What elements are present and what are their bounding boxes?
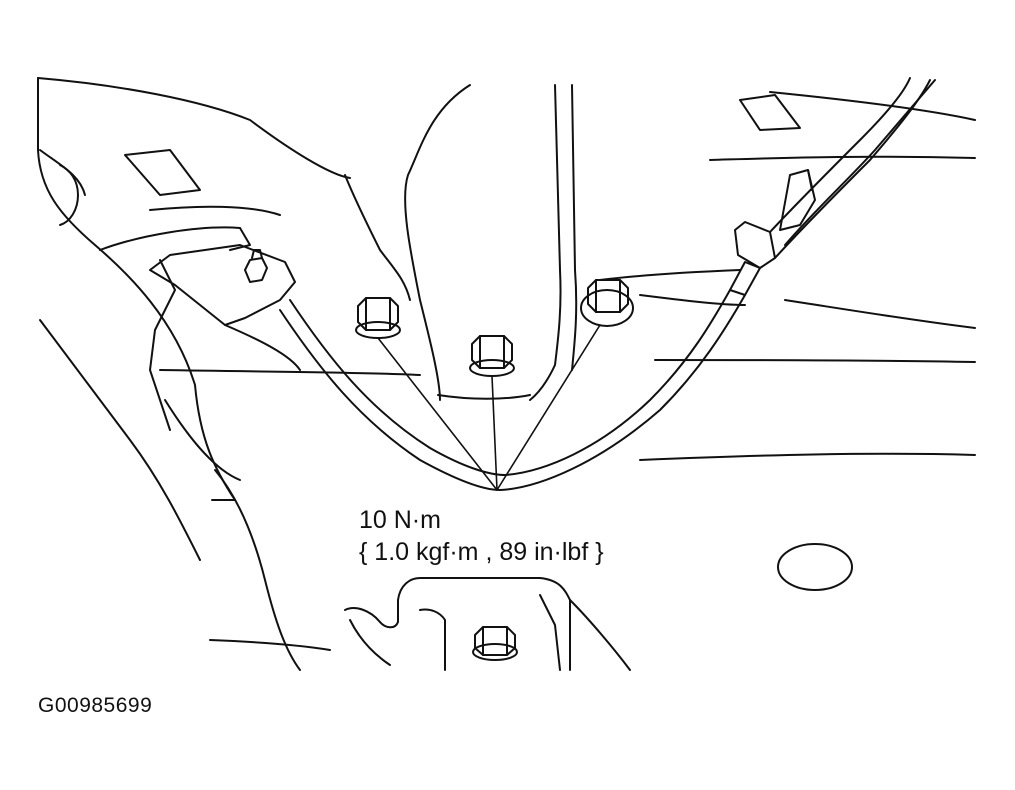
right-floor-panel [159,91,976,461]
cable-routing [279,77,936,491]
torque-nm: 10 N·m [359,506,441,534]
torque-alt-units: { 1.0 kgf·m , 89 in·lbf } [359,538,604,566]
bolt-right [580,279,634,327]
bolt-center [469,335,515,377]
figure-id: G00985699 [38,694,153,717]
stud-bracket [149,244,301,371]
lower-crossmember [209,577,631,671]
bolt-lower [472,626,518,661]
leader-lines [377,324,601,491]
service-hole [777,543,853,591]
bolt-left [355,297,401,339]
left-body-panel [37,77,351,671]
torque-spec-label: 10 N·m { 1.0 kgf·m , 89 in·lbf } [356,504,607,568]
central-tunnel [344,84,578,401]
